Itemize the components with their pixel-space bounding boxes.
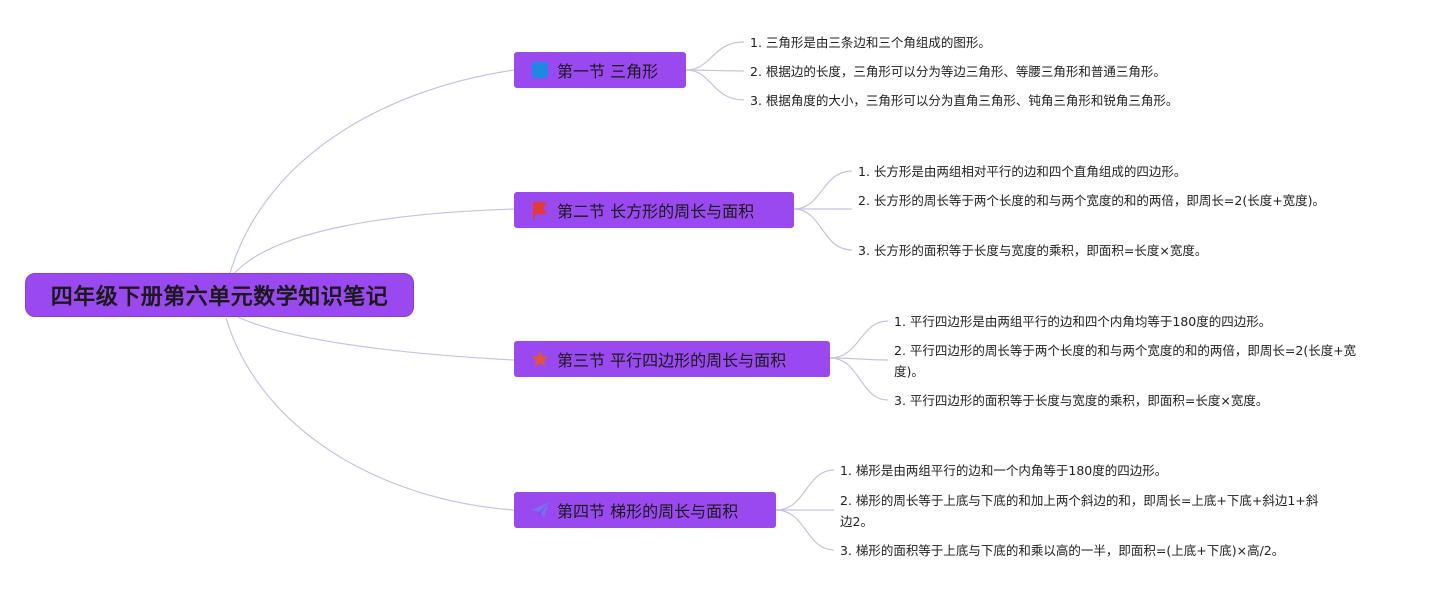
star-icon (530, 349, 550, 369)
section-2-node[interactable]: 第二节 长方形的周长与面积 (514, 192, 794, 228)
section-2-title: 第二节 长方形的周长与面积 (557, 202, 755, 221)
link-s3-note-1 (829, 320, 889, 359)
link-s1-note-3 (685, 69, 745, 101)
paper-plane-icon (530, 500, 550, 520)
section-3-node[interactable]: 第三节 平行四边形的周长与面积 (514, 341, 830, 377)
section-1-note-3[interactable]: 3. 根据角度的大小，三角形可以分为直角三角形、钝角三角形和锐角三角形。 (750, 93, 1179, 108)
root-topic[interactable]: 四年级下册第六单元数学知识笔记 (25, 273, 414, 317)
link-s4-note-3 (775, 509, 835, 551)
root-topic-label: 四年级下册第六单元数学知识笔记 (50, 285, 389, 310)
link-s3-note-2 (829, 357, 889, 361)
section-4-node[interactable]: 第四节 梯形的周长与面积 (514, 492, 776, 528)
link-root-section-3 (231, 313, 515, 361)
section-1-node[interactable]: 第一节 三角形 (514, 52, 686, 88)
section-1-note-2[interactable]: 2. 根据边的长度，三角形可以分为等边三角形、等腰三角形和普通三角形。 (750, 64, 1166, 79)
section-1-note-1[interactable]: 1. 三角形是由三条边和三个角组成的图形。 (750, 35, 991, 50)
section-3-title: 第三节 平行四边形的周长与面积 (557, 351, 787, 370)
section-3-note-1[interactable]: 1. 平行四边形是由两组平行的边和四个内角均等于180度的四边形。 (894, 314, 1272, 329)
section-1-title: 第一节 三角形 (557, 62, 659, 81)
section-4-note-3[interactable]: 3. 梯形的面积等于上底与下底的和乘以高的一半，即面积=(上底+下底)×高/2。 (840, 543, 1285, 558)
link-root-section-2 (231, 208, 515, 277)
section-2-note-3[interactable]: 3. 长方形的面积等于长度与宽度的乘积，即面积=长度×宽度。 (858, 243, 1208, 258)
section-2-note-1[interactable]: 1. 长方形是由两组相对平行的边和四个直角组成的四边形。 (858, 164, 1187, 179)
link-root-section-1 (227, 69, 515, 281)
red-flag-icon (530, 200, 550, 220)
section-3-note-3[interactable]: 3. 平行四边形的面积等于长度与宽度的乘积，即面积=长度×宽度。 (894, 393, 1269, 408)
section-4-note-2[interactable]: 2. 梯形的周长等于上底与下底的和加上两个斜边的和，即周长=上底+下底+斜边1+… (840, 493, 1319, 529)
section-4-title: 第四节 梯形的周长与面积 (557, 502, 739, 521)
link-s3-note-3 (829, 357, 889, 401)
link-s1-note-1 (685, 41, 745, 71)
section-4-note-1[interactable]: 1. 梯形是由两组平行的边和一个内角等于180度的四边形。 (840, 463, 1168, 478)
blue-square-icon (530, 60, 550, 80)
section-3-note-2[interactable]: 2. 平行四边形的周长等于两个长度的和与两个宽度的和的两倍，即周长=2(长度+宽… (894, 343, 1357, 379)
section-2-note-2[interactable]: 2. 长方形的周长等于两个长度的和与两个宽度的和的两倍，即周长=2(长度+宽度)… (858, 193, 1326, 208)
link-s2-note-3 (793, 208, 853, 251)
link-s4-note-1 (775, 469, 835, 511)
link-s2-note-1 (793, 170, 853, 210)
link-root-section-4 (225, 317, 515, 511)
